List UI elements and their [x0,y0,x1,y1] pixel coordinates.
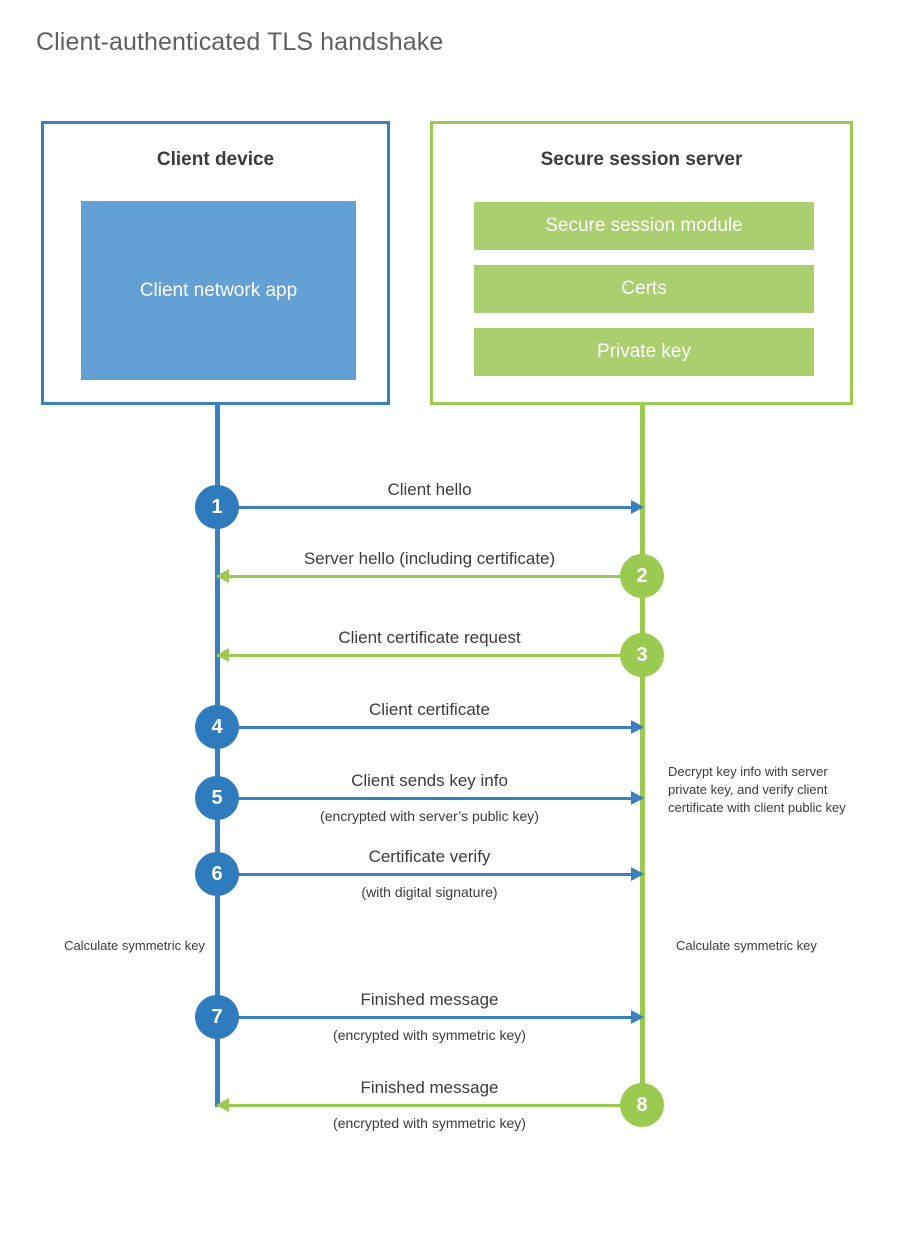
message-sublabel-6: (with digital signature) [361,884,498,900]
step-circle-8[interactable]: 8 [620,1083,664,1127]
message-arrow-line-8 [217,1104,642,1107]
message-sublabel-5: (encrypted with server’s public key) [320,808,539,824]
step-circle-4[interactable]: 4 [195,705,239,749]
note-calculate-symmetric-key-client: Calculate symmetric key [64,938,205,953]
message-label-8: Finished message [360,1078,499,1097]
secure-session-server-title: Secure session server [540,149,743,170]
arrowhead-icon-1 [631,500,644,514]
server-lifeline [640,403,645,1107]
server-component-certs: Certs [474,265,814,313]
client-network-app-block: Client network app [81,201,356,380]
message-arrow-line-7 [217,1016,642,1019]
message-label-6: Certificate verify [368,847,491,866]
message-sublabel-8: (encrypted with symmetric key) [333,1115,526,1131]
message-arrow-line-5 [217,797,642,800]
note-calculate-symmetric-key-server: Calculate symmetric key [676,938,817,953]
message-label-5: Client sends key info [351,771,508,790]
message-label-7: Finished message [360,990,499,1009]
arrowhead-icon-3 [216,648,229,662]
message-arrow-line-2 [217,575,642,578]
server-component-secure-session-module: Secure session module [474,202,814,250]
arrowhead-icon-2 [216,569,229,583]
arrowhead-icon-5 [631,791,644,805]
arrowhead-icon-4 [631,720,644,734]
message-arrow-line-3 [217,654,642,657]
server-component-private-key: Private key [474,328,814,376]
client-device-box: Client device Client network app [41,121,390,405]
message-arrow-line-6 [217,873,642,876]
step-circle-5[interactable]: 5 [195,776,239,820]
step-circle-6[interactable]: 6 [195,852,239,896]
arrowhead-icon-7 [631,1010,644,1024]
message-arrow-line-1 [217,506,642,509]
arrowhead-icon-8 [216,1098,229,1112]
page-title: Client-authenticated TLS handshake [36,28,444,56]
message-label-2: Server hello (including certificate) [303,549,556,568]
step-circle-7[interactable]: 7 [195,995,239,1039]
step-circle-2[interactable]: 2 [620,554,664,598]
message-label-3: Client certificate request [338,628,521,647]
message-arrow-line-4 [217,726,642,729]
message-sublabel-7: (encrypted with symmetric key) [333,1027,526,1043]
note-decrypt-key-info: Decrypt key info with server private key… [668,764,846,815]
step-circle-3[interactable]: 3 [620,633,664,677]
secure-session-server-box: Secure session server Secure session mod… [430,121,853,405]
arrowhead-icon-6 [631,867,644,881]
message-label-1: Client hello [387,480,472,499]
client-device-title: Client device [156,149,275,170]
message-label-4: Client certificate [369,700,490,719]
step-circle-1[interactable]: 1 [195,485,239,529]
client-lifeline [215,403,220,1107]
